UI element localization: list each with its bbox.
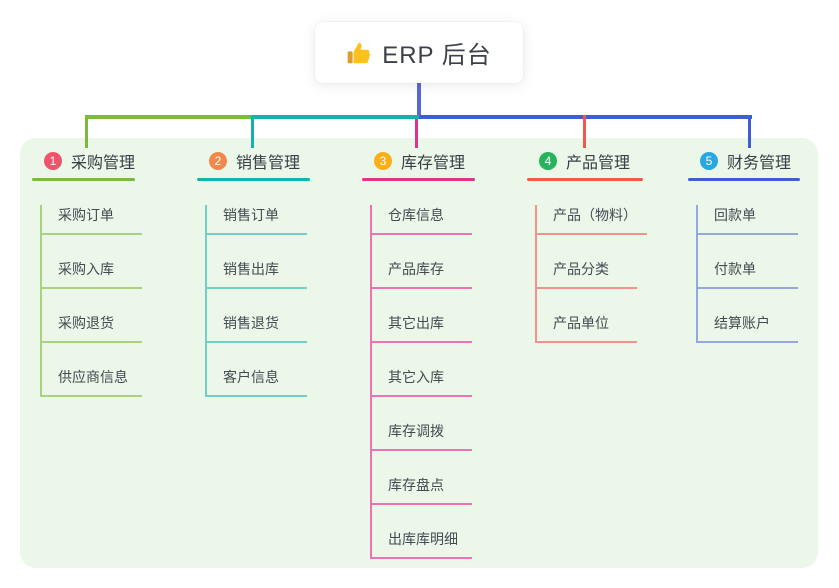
leaf-node[interactable]: 回款单 [698,205,798,235]
leaf-node[interactable]: 结算账户 [698,313,798,343]
thumbs-up-icon [347,42,371,63]
branch-header[interactable]: 2 销售管理 [197,150,310,172]
connector-drop-branch4 [583,115,586,148]
branch-finance: 5 财务管理 回款单付款单结算账户 [688,150,800,343]
branch-underline [32,178,135,181]
branch-header[interactable]: 3 库存管理 [362,150,475,172]
leaf-node[interactable]: 销售订单 [207,205,307,235]
branch-product: 4 产品管理 产品（物料） 产品分类产品单位 [527,150,647,343]
leaf-node[interactable]: 仓库信息 [372,205,472,235]
branch-number-badge: 3 [374,152,392,170]
leaf-node[interactable]: 出库库明细 [372,529,472,559]
root-node-label: ERP 后台 [382,42,492,69]
leaf-node[interactable]: 产品（物料） [537,205,647,235]
branch-body: 采购订单采购入库采购退货供应商信息 [40,205,142,397]
connector-drop-branch1 [85,115,88,148]
leaf-node[interactable]: 其它入库 [372,367,472,397]
branch-body: 销售订单销售出库销售退货客户信息 [205,205,310,397]
branch-underline [197,178,310,181]
leaf-node[interactable]: 产品单位 [537,313,637,343]
branch-sales: 2 销售管理 销售订单销售出库销售退货客户信息 [197,150,310,397]
branch-header[interactable]: 4 产品管理 [527,150,643,172]
branch-body: 产品（物料） 产品分类产品单位 [535,205,647,343]
branch-number-badge: 1 [44,152,62,170]
leaf-node[interactable]: 产品库存 [372,259,472,289]
connector-bus-branch1 [85,115,254,119]
branch-underline [688,178,800,181]
branch-underline [527,178,643,181]
branch-label: 销售管理 [236,155,301,172]
branch-number-badge: 5 [700,152,718,170]
branch-purchase: 1 采购管理 采购订单采购入库采购退货供应商信息 [32,150,142,397]
branch-label: 财务管理 [727,155,792,172]
leaf-node[interactable]: 库存盘点 [372,475,472,505]
leaf-node[interactable]: 销售出库 [207,259,307,289]
branch-header[interactable]: 5 财务管理 [688,150,800,172]
connector-drop-branch5 [748,115,751,148]
branch-label: 产品管理 [566,155,631,172]
leaf-node[interactable]: 采购订单 [42,205,142,235]
branch-body: 回款单付款单结算账户 [696,205,800,343]
root-node[interactable]: ERP 后台 [315,22,523,83]
branch-header[interactable]: 1 采购管理 [32,150,135,172]
leaf-node[interactable]: 采购入库 [42,259,142,289]
leaf-node[interactable]: 采购退货 [42,313,142,343]
branch-underline [362,178,475,181]
branch-inventory: 3 库存管理 仓库信息产品库存其它出库其它入库库存调拨库存盘点出库库明细 [362,150,475,559]
branch-number-badge: 2 [209,152,227,170]
branch-body: 仓库信息产品库存其它出库其它入库库存调拨库存盘点出库库明细 [370,205,475,559]
leaf-node[interactable]: 客户信息 [207,367,307,397]
leaf-node[interactable]: 供应商信息 [42,367,142,397]
root-connector [417,83,421,119]
leaf-node[interactable]: 付款单 [698,259,798,289]
connector-drop-branch3 [415,119,418,148]
branch-label: 采购管理 [71,155,136,172]
branches-panel [20,138,818,568]
leaf-node[interactable]: 其它出库 [372,313,472,343]
leaf-node[interactable]: 销售退货 [207,313,307,343]
connector-drop-branch2 [251,115,254,148]
connector-bus-branch2 [251,115,421,119]
leaf-node[interactable]: 产品分类 [537,259,637,289]
branch-number-badge: 4 [539,152,557,170]
leaf-node[interactable]: 库存调拨 [372,421,472,451]
branch-label: 库存管理 [401,155,466,172]
